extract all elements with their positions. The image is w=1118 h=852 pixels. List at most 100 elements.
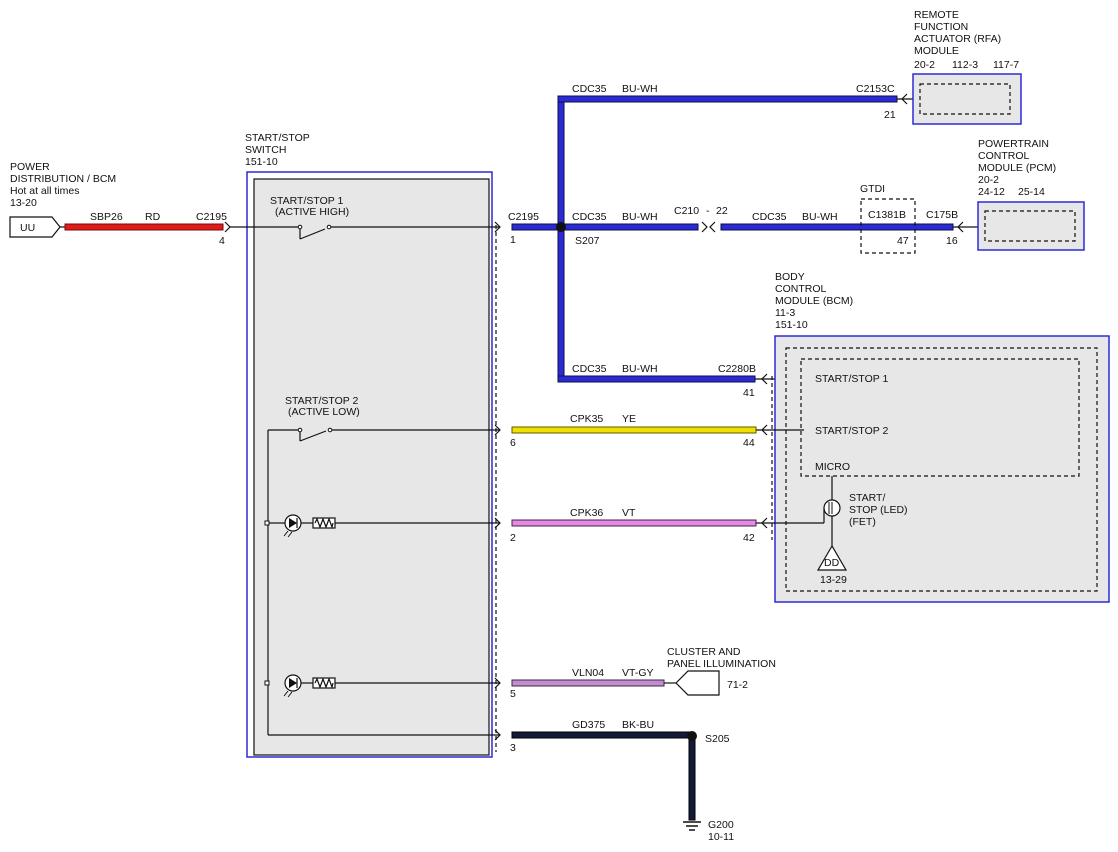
switch1-contact: [299, 228, 326, 240]
gd375-circuit: GD375: [572, 719, 605, 731]
gtdi-box: [860, 198, 916, 254]
rfa-title-1: REMOTE: [914, 9, 959, 21]
switch-title-3: 151-10: [245, 156, 278, 168]
bcm-title-4: 11-3: [775, 307, 795, 319]
wire-cdc35-pcm: [720, 223, 954, 231]
vln04-left-pin: 5: [510, 688, 516, 700]
cluster-connector-tag: [675, 670, 720, 696]
wire-vln04: [511, 679, 665, 687]
wire-gd375: [511, 731, 693, 739]
bcm-title-2: CONTROL: [775, 283, 826, 295]
pcm-title-3: MODULE (PCM): [978, 162, 1056, 174]
bcm-input1: START/STOP 1: [815, 373, 888, 385]
pcm-ref-1: 24-12: [978, 186, 1005, 198]
splice-s205: [687, 731, 697, 741]
wire-cdc35-stub: [511, 223, 559, 231]
cdc35-mid-circuit: CDC35: [572, 211, 607, 223]
cpk36-color: VT: [622, 507, 636, 519]
wire-sbp26: [64, 223, 224, 231]
switch2-label-2: (ACTIVE LOW): [288, 406, 360, 418]
vln04-color: VT-GY: [622, 667, 654, 679]
vln04-circuit: VLN04: [572, 667, 604, 679]
ground-ref: 10-11: [708, 831, 734, 843]
cluster-title-1: CLUSTER AND: [667, 646, 741, 658]
cpk36-left-pin: 2: [510, 532, 516, 544]
dd-label: DD: [824, 557, 840, 569]
c175b-pin: 16: [946, 235, 958, 247]
bcm-led-3: (FET): [849, 516, 876, 528]
rfa-ref-3: 117-7: [993, 59, 1019, 71]
cpk35-circuit: CPK35: [570, 413, 603, 425]
bcm-title-1: BODY: [775, 271, 805, 283]
bcm-micro: MICRO: [815, 461, 850, 473]
switch-title-2: SWITCH: [245, 144, 286, 156]
c210-connector-icon: [701, 221, 708, 233]
cdc35-mid-color: BU-WH: [622, 211, 658, 223]
wire-cpk35: [511, 426, 757, 434]
pin-4-arrow: [224, 221, 231, 233]
ground-name: G200: [708, 819, 734, 831]
gd375-color: BK-BU: [622, 719, 654, 731]
cpk36-circuit: CPK36: [570, 507, 603, 519]
cdc35-bcm-circuit: CDC35: [572, 363, 607, 375]
switch1-label-2: (ACTIVE HIGH): [275, 206, 349, 218]
c2280b-pin: 41: [743, 387, 755, 399]
cpk35-right-pin: 44: [743, 437, 755, 449]
c2280b-connector: C2280B: [718, 363, 756, 375]
dd-ground-tag: [816, 544, 848, 571]
cpk35-color: YE: [622, 413, 636, 425]
rfa-title-2: FUNCTION: [914, 21, 968, 33]
c210-pin: 22: [716, 205, 728, 217]
start-stop-switch-outer: [246, 171, 493, 758]
rfa-ref-2: 112-3: [952, 59, 978, 71]
sbp26-circuit: SBP26: [90, 211, 123, 223]
bcm-input2: START/STOP 2: [815, 425, 888, 437]
wire-cpk36: [511, 519, 757, 527]
pcm-ref-2: 25-14: [1018, 186, 1045, 198]
rfa-title-4: MODULE: [914, 45, 959, 57]
wire-cdc35-vertical: [557, 95, 565, 383]
bcm-title-3: MODULE (BCM): [775, 295, 853, 307]
cdc35-mid2-circuit: CDC35: [752, 211, 787, 223]
c175b-connector: C175B: [926, 209, 958, 221]
c210-sep: -: [706, 205, 710, 217]
sbp26-color: RD: [145, 211, 161, 223]
cdc35-mid2-color: BU-WH: [802, 211, 838, 223]
c1381b-pin: 47: [897, 235, 909, 247]
s205-label: S205: [705, 733, 730, 745]
c2153c-pin: 21: [884, 109, 896, 121]
cluster-ref: 71-2: [727, 679, 748, 691]
pcm-title-2: CONTROL: [978, 150, 1029, 162]
bcm-led-1: START/: [849, 492, 885, 504]
cdc35-top-circuit: CDC35: [572, 83, 607, 95]
sbp26-connector: C2195: [196, 211, 227, 223]
power-tag: [9, 216, 61, 238]
switch1-label-1: START/STOP 1: [270, 195, 343, 207]
power-title-1: POWER: [10, 161, 50, 173]
pcm-title-1: POWERTRAIN: [978, 138, 1049, 150]
wire-cdc35-mid: [563, 223, 699, 231]
power-title-2: DISTRIBUTION / BCM: [10, 173, 116, 185]
switch2-label-1: START/STOP 2: [285, 395, 358, 407]
power-tag-label: UU: [20, 222, 35, 234]
cpk36-right-pin: 42: [743, 532, 755, 544]
start-stop-switch-body: [253, 178, 490, 756]
bcm-micro-box: [800, 358, 1080, 477]
rfa-title-3: ACTUATOR (RFA): [914, 33, 1001, 45]
dd-ref: 13-29: [820, 574, 847, 586]
gd375-left-pin: 3: [510, 742, 516, 754]
power-title-3: Hot at all times: [10, 185, 79, 197]
rfa-ref-1: 20-2: [914, 59, 935, 71]
c2195-pin: 1: [510, 234, 516, 246]
cdc35-top-color: BU-WH: [622, 83, 658, 95]
cpk35-left-pin: 6: [510, 437, 516, 449]
bcm-led-2: STOP (LED): [849, 504, 908, 516]
c2153c-connector: C2153C: [856, 83, 895, 95]
cdc35-bcm-color: BU-WH: [622, 363, 658, 375]
wire-cdc35-bcm: [557, 375, 756, 383]
sbp26-pin: 4: [219, 235, 225, 247]
c2195-connector: C2195: [508, 211, 539, 223]
wire-gd375-down: [688, 734, 696, 821]
pcm-title-4: 20-2: [978, 174, 999, 186]
wire-cdc35-top: [557, 95, 898, 103]
